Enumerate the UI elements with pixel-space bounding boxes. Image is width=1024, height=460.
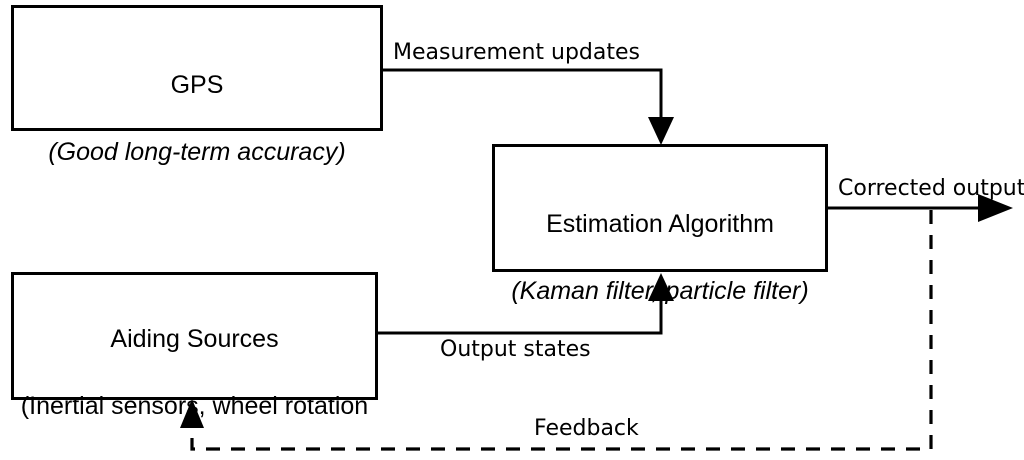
measurement-updates-connector (383, 68, 663, 129)
estimation-algorithm-box-text: Estimation Algorithm (Kaman filter, part… (492, 172, 828, 344)
feedback-label: Feedback (534, 416, 639, 441)
output-states-label: Output states (440, 337, 591, 362)
aiding-sources-subtitle-line1: (Inertial sensors, wheel rotation (20, 392, 369, 420)
measurement-updates-label: Measurement updates (393, 40, 641, 65)
output-states-connector (378, 291, 663, 335)
aiding-sources-title: Aiding Sources (110, 324, 279, 353)
feedback-arrowhead (180, 399, 204, 428)
aiding-sources-box-text: Aiding Sources (Inertial sensors, wheel … (11, 287, 378, 460)
gps-subtitle: (Good long-term accuracy) (48, 138, 346, 166)
measurement-updates-arrowhead (648, 117, 674, 145)
corrected-output-label: Corrected output (838, 176, 1024, 201)
feedback-connector (190, 210, 933, 451)
output-states-arrowhead (648, 273, 674, 301)
estimation-algorithm-subtitle: (Kaman filter, particle filter) (511, 277, 809, 305)
gps-box-outline[interactable] (11, 5, 383, 131)
estimation-algorithm-box-outline[interactable] (492, 144, 828, 272)
corrected-output-arrowhead (978, 194, 1013, 222)
estimation-algorithm-title: Estimation Algorithm (546, 209, 774, 238)
aiding-sources-box-outline[interactable] (11, 272, 378, 400)
gps-title: GPS (170, 70, 224, 99)
gps-box-text: GPS (Good long-term accuracy) (11, 33, 383, 205)
